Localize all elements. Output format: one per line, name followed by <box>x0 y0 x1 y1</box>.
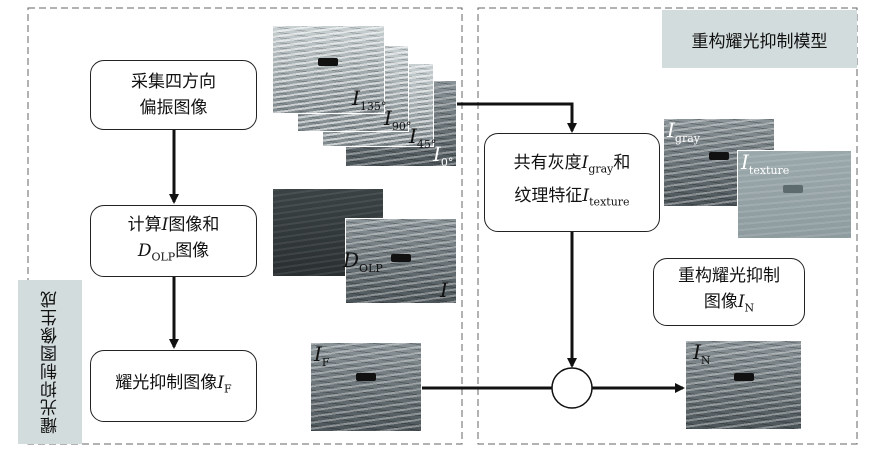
s: 45° <box>416 138 437 151</box>
t: 共有灰度 <box>513 153 582 174</box>
v: I <box>741 150 749 174</box>
step-acquire-line2: 偏振图像 <box>139 98 208 118</box>
s: texture <box>589 194 630 208</box>
label-if: IF <box>314 342 330 369</box>
model-title: 重构耀光抑制模型 <box>662 10 857 68</box>
step-acquire: 采集四方向 偏振图像 <box>90 60 257 130</box>
v: I <box>161 214 169 235</box>
left-section-label-text: 耀光抑制图像生成 <box>40 290 61 434</box>
right-dashed-region <box>477 7 858 445</box>
label-i0: I0° <box>433 142 453 169</box>
left-section-label: 耀光抑制图像生成 <box>18 280 82 444</box>
image-texture <box>737 150 852 239</box>
s: OLP <box>359 262 383 275</box>
label-in: IN <box>693 340 711 367</box>
label-i45: I45° <box>409 124 436 151</box>
s: gray <box>674 132 700 145</box>
boat <box>709 152 729 160</box>
v: I <box>737 291 745 312</box>
v: I <box>582 185 590 206</box>
boat <box>356 373 376 381</box>
boat <box>318 58 338 66</box>
s: 135° <box>359 100 387 113</box>
v: I <box>581 153 589 174</box>
label-gray: Igray <box>667 118 700 145</box>
label-dolp: DOLP <box>343 248 383 275</box>
t: 和 <box>613 153 631 174</box>
step-acquire-line1: 采集四方向 <box>131 72 216 92</box>
v: I <box>384 106 392 130</box>
label-i90: I90° <box>384 106 411 133</box>
label-intensity: I <box>440 278 448 302</box>
s: OLP <box>151 250 176 264</box>
v: D <box>343 248 360 272</box>
step-suppress: 耀光抑制图像IF <box>90 350 257 422</box>
v: I <box>433 142 441 166</box>
s: F <box>224 382 232 396</box>
t: 图像 <box>703 291 738 312</box>
t: 重构耀光抑制 <box>678 265 780 286</box>
boat <box>783 185 803 193</box>
s: 0° <box>440 156 454 169</box>
image-if <box>310 342 422 432</box>
t: 图像 <box>175 240 210 261</box>
t: 耀光抑制图像 <box>115 372 218 393</box>
v: I <box>314 342 322 366</box>
image-i135 <box>272 25 385 114</box>
boat <box>734 373 754 381</box>
image-intensity <box>345 218 457 304</box>
s: F <box>321 356 330 369</box>
arrow-images-features <box>455 102 577 133</box>
t: 计算 <box>127 214 162 235</box>
v: I <box>352 86 360 110</box>
v: D <box>137 240 152 261</box>
s: N <box>700 354 711 367</box>
v: I <box>409 124 417 148</box>
step-features: 共有灰度Igray和 纹理特征Itexture <box>484 133 660 232</box>
t: 纹理特征 <box>514 185 583 206</box>
s: N <box>744 301 755 315</box>
s: 90° <box>391 120 412 133</box>
boat <box>391 254 411 262</box>
image-in <box>685 340 802 430</box>
v: I <box>667 118 675 142</box>
left-dashed-region <box>27 7 463 445</box>
s: texture <box>748 164 790 177</box>
v: I <box>440 278 448 302</box>
step-compute: 计算I图像和 DOLP图像 <box>90 205 257 277</box>
v: I <box>217 372 225 393</box>
label-i135: I135° <box>352 86 386 113</box>
label-texture: Itexture <box>741 150 789 177</box>
v: I <box>693 340 701 364</box>
t: 图像和 <box>168 214 220 235</box>
step-reconstruct: 重构耀光抑制 图像IN <box>653 258 805 326</box>
s: gray <box>588 162 614 176</box>
fusion-node <box>551 367 593 409</box>
